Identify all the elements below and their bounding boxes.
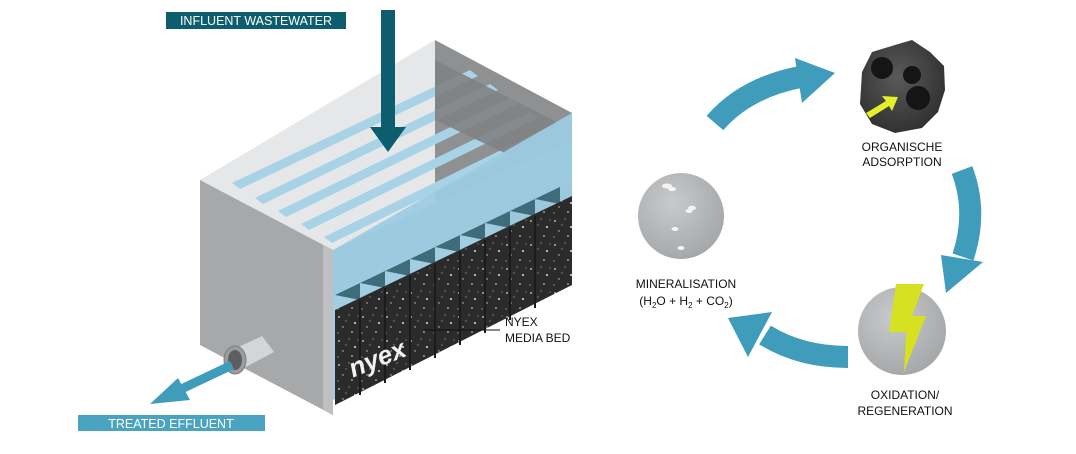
adsorption-sphere — [860, 40, 945, 133]
adsorption-label-1: ORGANISCHE — [862, 140, 943, 154]
influent-arrow — [370, 10, 406, 152]
lightning-bolt-icon — [889, 284, 926, 372]
adsorption-label-2: ADSORPTION — [862, 155, 941, 169]
media-teeth — [335, 187, 560, 300]
treated-label: TREATED EFFLUENT — [78, 415, 265, 431]
media-bed-label-1: NYEX — [505, 315, 538, 329]
influent-label: INFLUENT WASTEWATER — [166, 12, 346, 29]
tank-dividers — [359, 216, 536, 395]
mineral-label: MINERALISATION — [636, 277, 736, 291]
cycle-arrow-right — [941, 166, 983, 293]
cycle-arrow-bottom — [728, 312, 849, 368]
adsorption-arrow-icon — [866, 96, 898, 118]
effluent-arrow — [150, 360, 234, 404]
mineral-formula: (H2O + H2 + CO2) — [639, 294, 732, 310]
treated-label-text: TREATED EFFLUENT — [108, 417, 234, 431]
treatment-tank: nyex — [200, 40, 572, 415]
oxidation-label-2: REGENERATION — [857, 404, 952, 418]
regeneration-cycle: ORGANISCHE ADSORPTION MINERALISATION (H2… — [636, 40, 983, 418]
influent-label-text: INFLUENT WASTEWATER — [180, 14, 332, 28]
cycle-arrow-top — [706, 58, 835, 131]
media-bed-label-2: MEDIA BED — [505, 331, 571, 345]
media-bed — [335, 196, 572, 405]
oxidation-label-1: OXIDATION/ — [871, 388, 940, 402]
oxidation-sphere — [858, 284, 946, 375]
mineral-sphere — [638, 173, 724, 259]
media-bed-callout: NYEX MEDIA BED — [425, 315, 571, 345]
